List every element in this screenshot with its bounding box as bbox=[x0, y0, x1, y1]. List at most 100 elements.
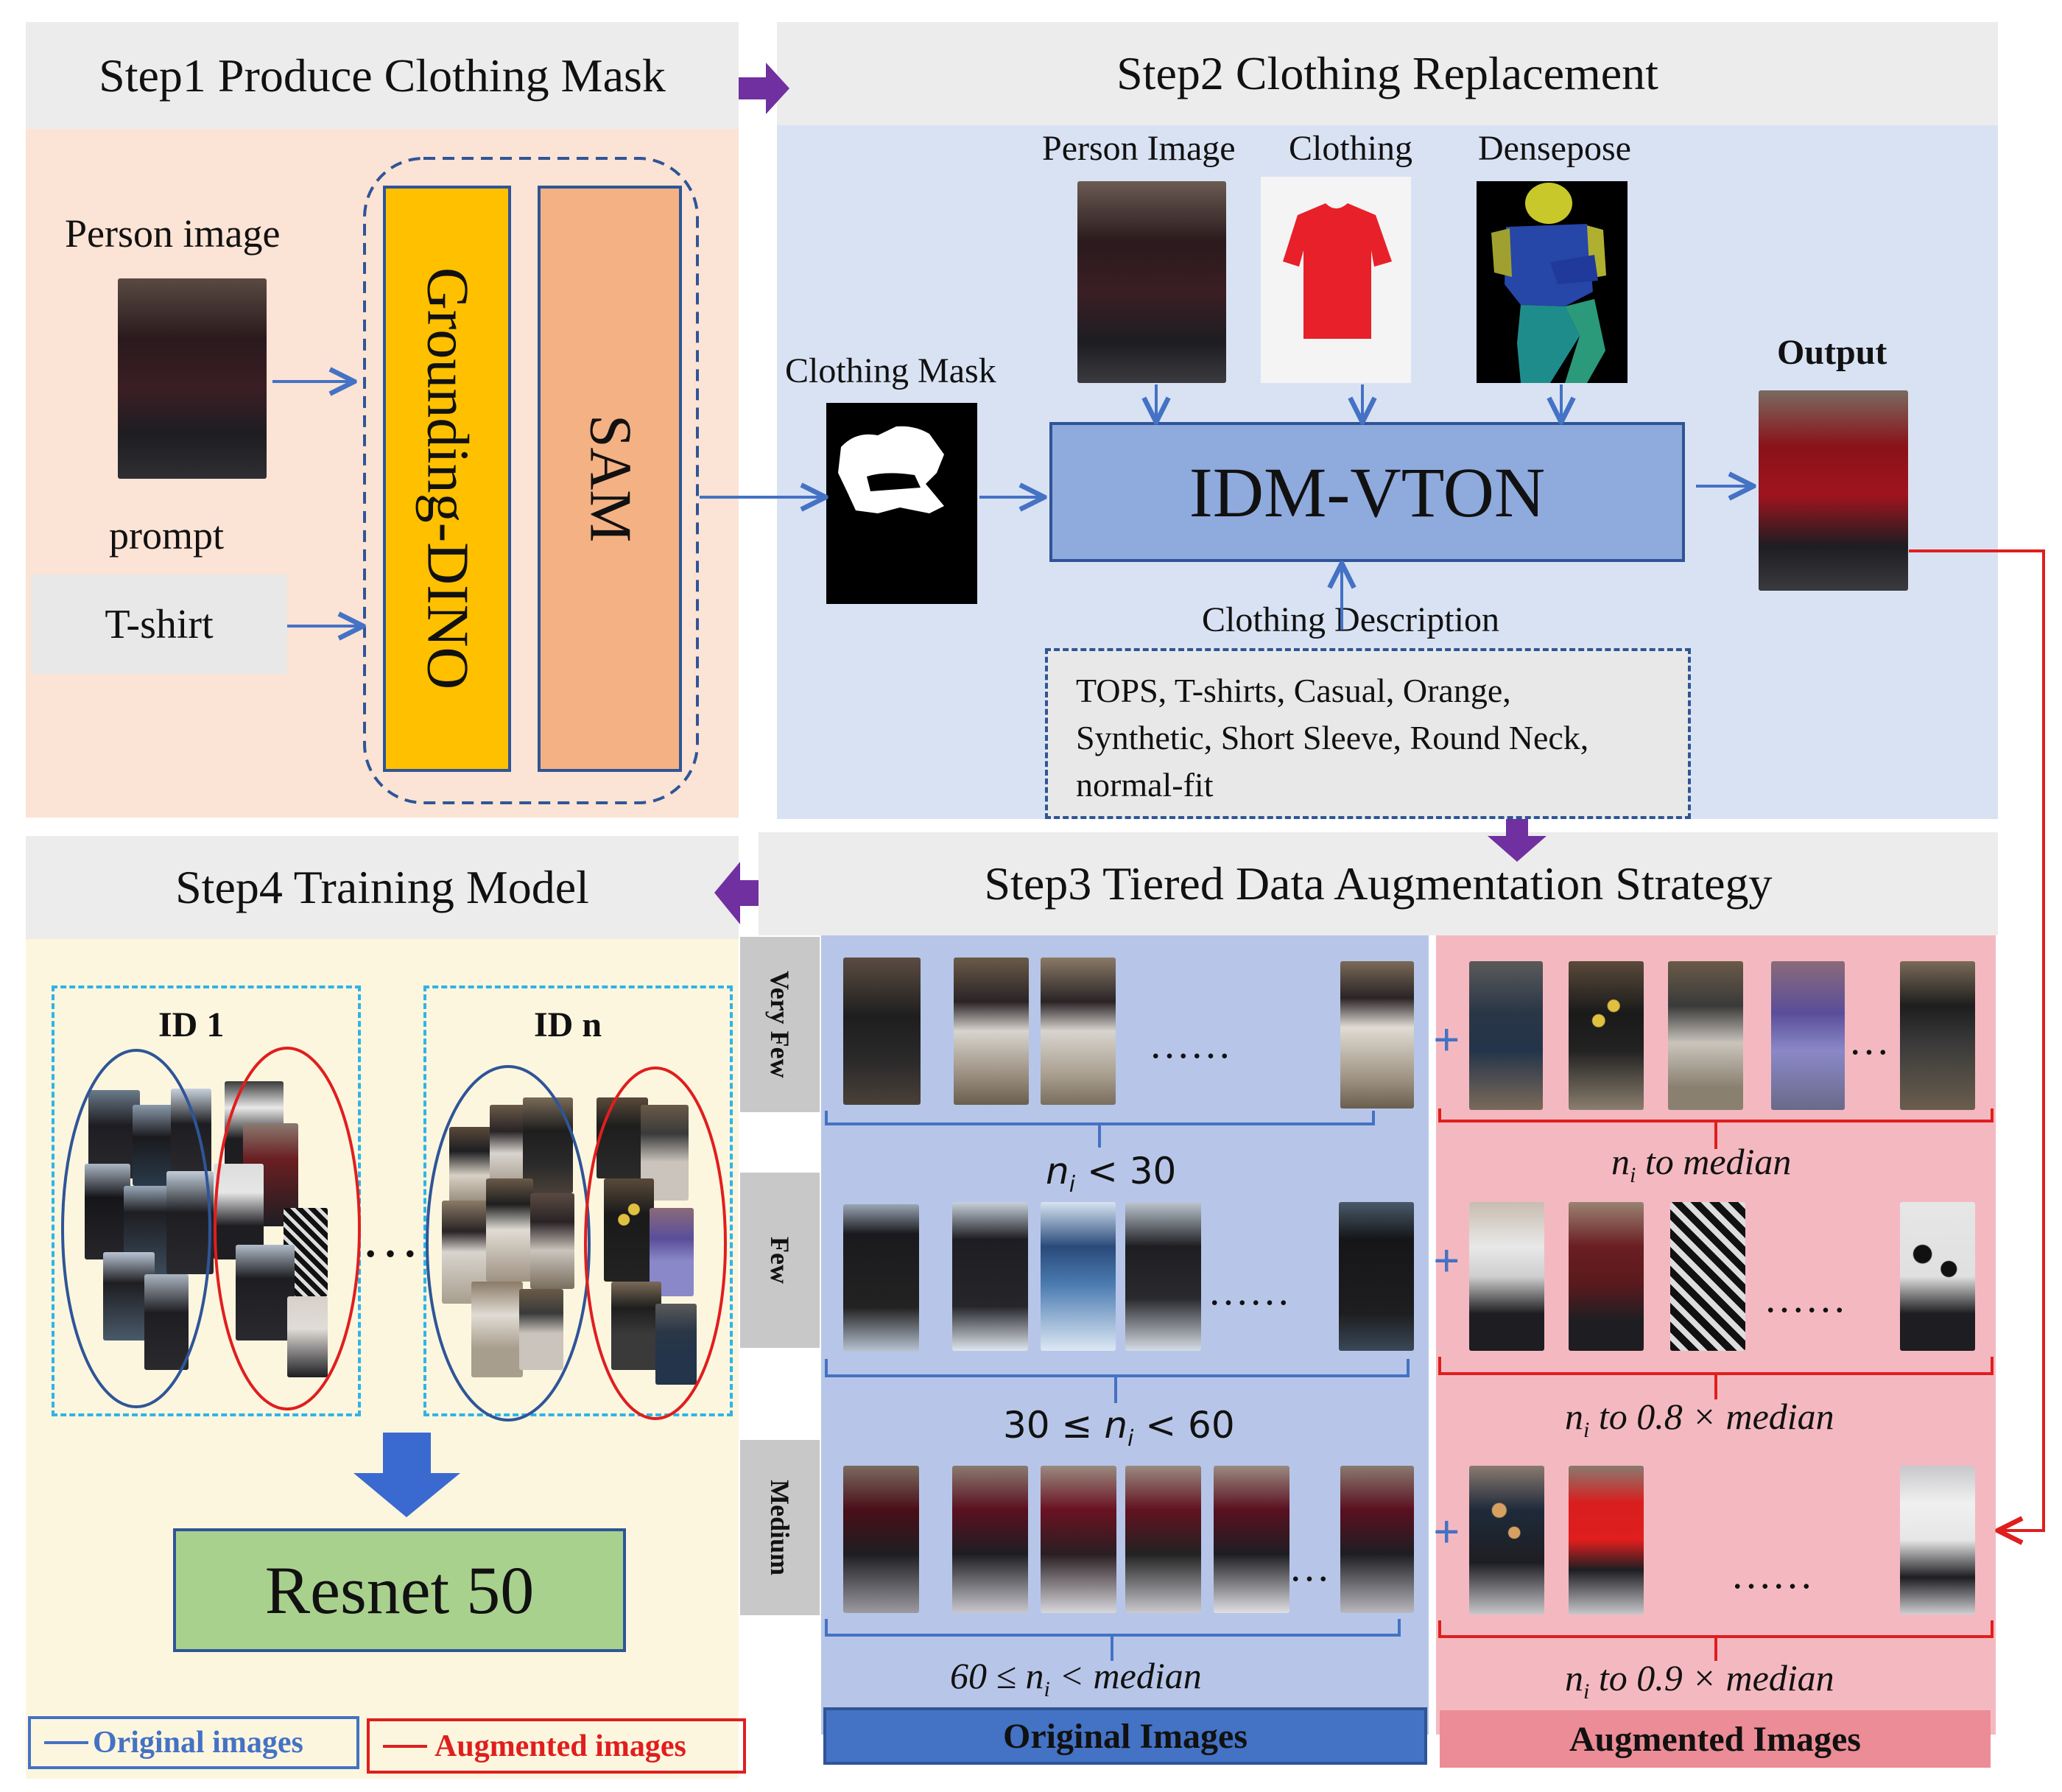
tier2-augmented-photo bbox=[1900, 1202, 1975, 1351]
tier-tab-very-few: Very Few bbox=[740, 937, 820, 1112]
idn-collage-photo bbox=[611, 1282, 661, 1370]
clothing-mask-label: Clothing Mask bbox=[785, 351, 996, 390]
tier3-original-photo bbox=[1214, 1466, 1289, 1613]
tier1-ellipsis: …… bbox=[1149, 1022, 1231, 1067]
tier3-augmented-photo bbox=[1569, 1466, 1644, 1614]
tier2-original-photo bbox=[1125, 1202, 1201, 1351]
legend-original-label: Original images bbox=[93, 1726, 303, 1760]
tier2-augmented-rule: ni to 0.8 × median bbox=[1565, 1396, 1834, 1442]
id-groups-dots: … bbox=[361, 1205, 420, 1270]
legend-augmented-swatch bbox=[383, 1744, 427, 1748]
clothing-photo bbox=[1261, 177, 1411, 383]
tier1-original-photo bbox=[1340, 961, 1414, 1108]
tier-tab-medium: Medium bbox=[740, 1440, 820, 1615]
grounding-dino-block: Grounding-DINO bbox=[383, 186, 511, 772]
legend-original: Original images bbox=[28, 1716, 359, 1769]
legend-augmented-label: Augmented images bbox=[434, 1729, 686, 1763]
tier1-augmented-photo bbox=[1771, 961, 1845, 1110]
step2-clothing-label: Clothing bbox=[1289, 129, 1413, 168]
step1-person-photo bbox=[118, 278, 267, 479]
original-images-footer-label: Original Images bbox=[1003, 1716, 1248, 1756]
description-line-2: Synthetic, Short Sleeve, Round Neck, bbox=[1076, 719, 1589, 756]
sam-label: SAM bbox=[577, 415, 643, 543]
tier3-original-photo bbox=[1041, 1466, 1116, 1613]
id1-label: ID 1 bbox=[158, 1005, 225, 1044]
output-photo bbox=[1759, 390, 1908, 591]
step1-prompt-box: T-shirt bbox=[31, 575, 287, 674]
description-line-3: normal-fit bbox=[1076, 766, 1214, 804]
step2-person-image-label: Person Image bbox=[1042, 129, 1236, 168]
tier1-augmented-photo bbox=[1569, 961, 1644, 1110]
step2-densepose-label: Densepose bbox=[1478, 129, 1631, 168]
step4-title: Step4 Training Model bbox=[26, 836, 739, 939]
step3-title: Step3 Tiered Data Augmentation Strategy bbox=[759, 832, 1998, 935]
tier2-plus: + bbox=[1433, 1234, 1460, 1287]
idn-label: ID n bbox=[534, 1005, 602, 1044]
tier2-original-rule: 30 ≤ ni < 60 bbox=[1003, 1404, 1235, 1452]
sam-block: SAM bbox=[538, 186, 682, 772]
tier2-augmented-photo bbox=[1469, 1202, 1544, 1351]
clothing-description-box: TOPS, T-shirts, Casual, Orange, Syntheti… bbox=[1045, 648, 1691, 819]
original-images-region bbox=[821, 935, 1429, 1735]
tier2-augmented-photo bbox=[1569, 1202, 1644, 1351]
tier3-augmented-photo bbox=[1469, 1466, 1544, 1614]
tier2-original-photo bbox=[1041, 1202, 1116, 1351]
tier1-augmented-rule: ni to median bbox=[1611, 1141, 1792, 1187]
idn-collage-photo bbox=[604, 1178, 654, 1282]
augmented-images-footer: Augmented Images bbox=[1440, 1710, 1991, 1768]
resnet50-block: Resnet 50 bbox=[173, 1528, 626, 1652]
tier3-original-photo bbox=[843, 1466, 919, 1613]
augmented-images-footer-label: Augmented Images bbox=[1569, 1719, 1861, 1759]
idn-collage-photo bbox=[486, 1178, 533, 1282]
idn-collage-photo bbox=[519, 1289, 563, 1370]
step1-prompt-value: T-shirt bbox=[105, 601, 214, 647]
step1-title: Step1 Produce Clothing Mask bbox=[26, 22, 739, 129]
step2-person-photo bbox=[1077, 181, 1226, 383]
tier3-original-photo bbox=[952, 1466, 1028, 1613]
legend-original-swatch bbox=[44, 1741, 88, 1744]
tier3-aug-ellipsis: …… bbox=[1731, 1552, 1813, 1598]
idn-collage-photo bbox=[471, 1282, 523, 1377]
tier3-original-rule: 60 ≤ ni < median bbox=[950, 1655, 1202, 1701]
step1-person-image-label: Person image bbox=[65, 211, 281, 256]
idm-vton-label: IDM-VTON bbox=[1189, 452, 1546, 532]
tier1-augmented-photo bbox=[1900, 961, 1975, 1110]
tier3-augmented-photo bbox=[1900, 1466, 1975, 1614]
idn-collage-photo bbox=[655, 1304, 697, 1385]
tier1-augmented-photo bbox=[1668, 961, 1743, 1110]
step1-prompt-label: prompt bbox=[109, 513, 224, 558]
tier1-original-rule: ni < 30 bbox=[1046, 1150, 1177, 1198]
grounding-dino-label: Grounding-DINO bbox=[415, 267, 480, 690]
id1-collage-photo bbox=[236, 1245, 295, 1341]
tier2-aug-ellipsis: …… bbox=[1764, 1276, 1846, 1321]
tier2-original-photo bbox=[952, 1202, 1028, 1351]
tier1-plus: + bbox=[1433, 1013, 1460, 1066]
tier1-original-photo bbox=[843, 958, 921, 1105]
tier2-augmented-photo bbox=[1670, 1202, 1745, 1351]
tier3-augmented-rule: ni to 0.9 × median bbox=[1565, 1657, 1834, 1704]
idn-collage-photo bbox=[530, 1193, 574, 1289]
step2-title: Step2 Clothing Replacement bbox=[777, 22, 1998, 125]
original-images-footer: Original Images bbox=[823, 1707, 1427, 1765]
id1-collage-photo bbox=[287, 1296, 328, 1377]
densepose-image bbox=[1477, 181, 1628, 383]
tier3-ellipsis: … bbox=[1289, 1545, 1330, 1590]
tier2-original-photo bbox=[1339, 1202, 1414, 1351]
clothing-description-label: Clothing Description bbox=[1202, 600, 1499, 639]
tier1-original-photo bbox=[1041, 958, 1116, 1105]
tier-tab-few: Few bbox=[740, 1173, 820, 1348]
tier1-augmented-photo bbox=[1469, 961, 1543, 1110]
tier3-original-photo bbox=[1340, 1466, 1414, 1613]
id1-collage-photo bbox=[166, 1171, 214, 1274]
tier1-original-photo bbox=[954, 958, 1029, 1105]
tier1-aug-ellipsis: … bbox=[1848, 1018, 1890, 1064]
id1-collage-photo bbox=[144, 1274, 189, 1370]
tier3-plus: + bbox=[1433, 1505, 1460, 1558]
output-label: Output bbox=[1777, 333, 1887, 372]
tier2-ellipsis: …… bbox=[1208, 1268, 1290, 1314]
clothing-mask-image bbox=[826, 403, 977, 604]
tier2-original-photo bbox=[843, 1204, 919, 1352]
resnet50-label: Resnet 50 bbox=[264, 1553, 535, 1628]
idm-vton-block: IDM-VTON bbox=[1049, 422, 1685, 562]
legend-augmented: Augmented images bbox=[367, 1718, 746, 1774]
